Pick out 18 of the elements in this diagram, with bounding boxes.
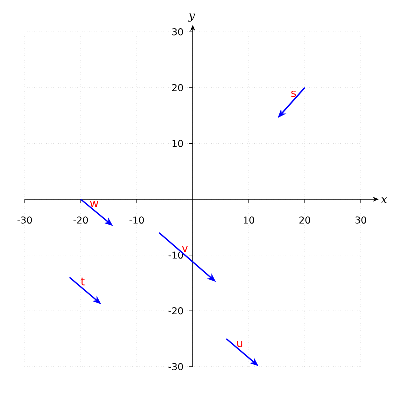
vector-label: u [238, 340, 243, 348]
axis-label: x [381, 198, 388, 204]
tick-label: 30 [356, 216, 366, 224]
tick-label: -10 [130, 216, 144, 224]
vector-label: v [182, 246, 188, 252]
vector-label: t [81, 278, 85, 286]
tick-label: 10 [172, 140, 184, 148]
tick-label: 20 [300, 216, 310, 224]
vector-label: w [90, 201, 98, 208]
tick-label: 20 [172, 84, 184, 92]
tick-label: -20 [74, 216, 88, 224]
tick-label: 10 [244, 216, 254, 224]
tick-label: -30 [168, 363, 184, 370]
tick-label: -20 [168, 308, 184, 315]
vector-label: s [292, 90, 296, 98]
tick-label: 30 [172, 28, 184, 36]
axis-label: y [188, 14, 196, 22]
tick-label: -30 [18, 216, 32, 224]
